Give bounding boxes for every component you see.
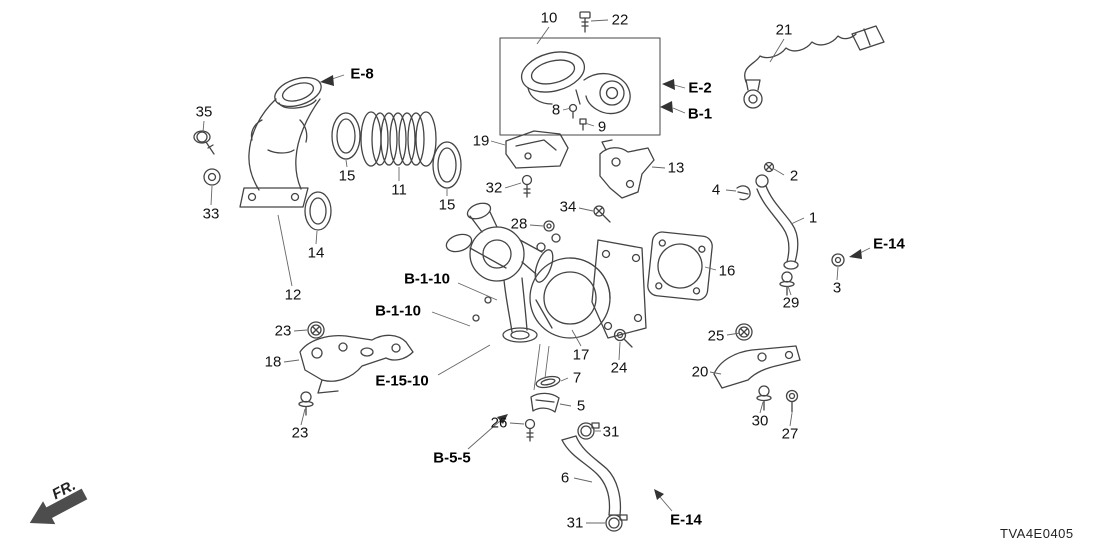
part-15-gasket-right <box>432 141 462 189</box>
part-22-bolt <box>579 11 591 33</box>
part-6-hose <box>561 435 622 516</box>
part-15-gasket-left <box>331 112 361 160</box>
part-18-bracket <box>299 334 414 394</box>
arrow-b1-icon <box>660 101 673 113</box>
part-29-bolt <box>779 271 795 296</box>
part-1-oil-pipe <box>755 174 799 270</box>
arrow-e2-icon <box>662 79 675 90</box>
reference-arrowheads <box>320 75 862 500</box>
part-31-clamp-lower <box>605 514 628 532</box>
part-10-inlet-pipe <box>520 51 631 115</box>
part-10-boundary-box <box>499 37 661 136</box>
part-4-clip <box>736 185 751 201</box>
part-23-bolt-lower <box>298 391 314 416</box>
arrow-b55-icon <box>497 414 508 424</box>
part-3-washer <box>831 253 845 267</box>
arrow-e14-bottom-icon <box>654 489 664 500</box>
part-14-gasket <box>304 191 332 231</box>
part-25-bolt <box>735 323 753 341</box>
part-34-bolt <box>593 205 611 223</box>
part-31-clamp-upper <box>577 422 600 440</box>
diagram-code: TVA4E0405 <box>1000 526 1074 541</box>
part-7-gasket <box>535 375 561 389</box>
arrow-e14-top-icon <box>849 249 862 259</box>
part-33-nut <box>203 168 221 186</box>
fr-direction-arrow: FR. <box>29 477 88 525</box>
part-2-bolt <box>763 161 775 173</box>
part-32-bolt <box>521 174 533 198</box>
leader-lines <box>202 19 871 524</box>
part-17-turbocharger <box>445 202 647 343</box>
part-9-bolt <box>579 118 587 131</box>
part-23-bolt-upper <box>307 321 325 339</box>
part-26-bolt <box>524 418 536 442</box>
part-8-bolt <box>568 103 578 119</box>
part-35-bolt <box>193 130 215 155</box>
part-16-gasket <box>647 231 713 301</box>
part-13-bracket <box>599 139 655 199</box>
part-24-bolt <box>613 328 633 348</box>
part-30-bolt <box>756 385 772 411</box>
part-19-bracket <box>505 130 569 169</box>
arrow-e8-icon <box>320 75 334 86</box>
part-11-flex-pipe <box>360 111 437 167</box>
part-20-bracket <box>713 345 801 389</box>
part-12-exhaust-pipe <box>239 76 322 208</box>
part-27-bolt <box>785 389 799 413</box>
part-28-nut <box>543 220 555 232</box>
part-5-pipe <box>530 392 560 413</box>
part-21-sensor <box>743 25 885 109</box>
